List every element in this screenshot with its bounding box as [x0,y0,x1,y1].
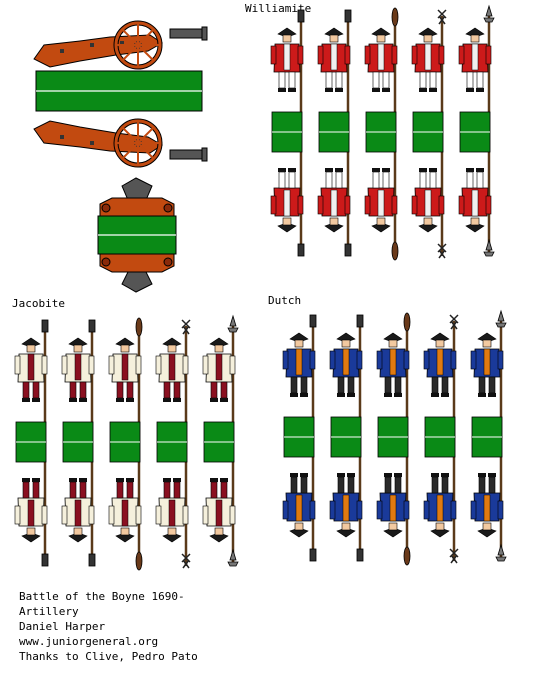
credits: Battle of the Boyne 1690- Artillery Dani… [19,589,198,664]
crew-figure [376,312,411,566]
credits-line: Artillery [19,605,79,618]
crew-figure [155,319,191,569]
label-jacobite: Jacobite [12,297,65,310]
cannon-upper [33,20,208,70]
dutch-crew [282,309,507,566]
crew-figure [470,309,507,562]
cannon-end-view [97,177,177,293]
jacobite-crew [14,314,239,571]
crew-figure [14,319,49,567]
cannon-top-view [33,20,208,168]
crew-figure [202,314,239,567]
crew-figure [61,319,96,567]
credits-line: Daniel Harper [19,620,106,633]
cannon-lower [33,118,208,168]
label-dutch: Dutch [268,294,302,307]
crew-figure [458,4,495,257]
credits-line: www.juniorgeneral.org [19,635,159,648]
credits-line: Battle of the Boyne 1690- [19,590,185,603]
williamite-crew [270,4,495,261]
crew-figure [317,9,352,257]
crew-figure [364,7,399,261]
crew-figure [411,9,447,259]
crew-figure [108,317,143,571]
crew-figure [423,314,459,564]
crew-figure [329,314,364,562]
label-williamite: Williamite [245,2,312,15]
crew-figure [282,314,317,562]
crew-figure [270,9,305,257]
credits-line: Thanks to Clive, Pedro Pato [19,650,198,663]
